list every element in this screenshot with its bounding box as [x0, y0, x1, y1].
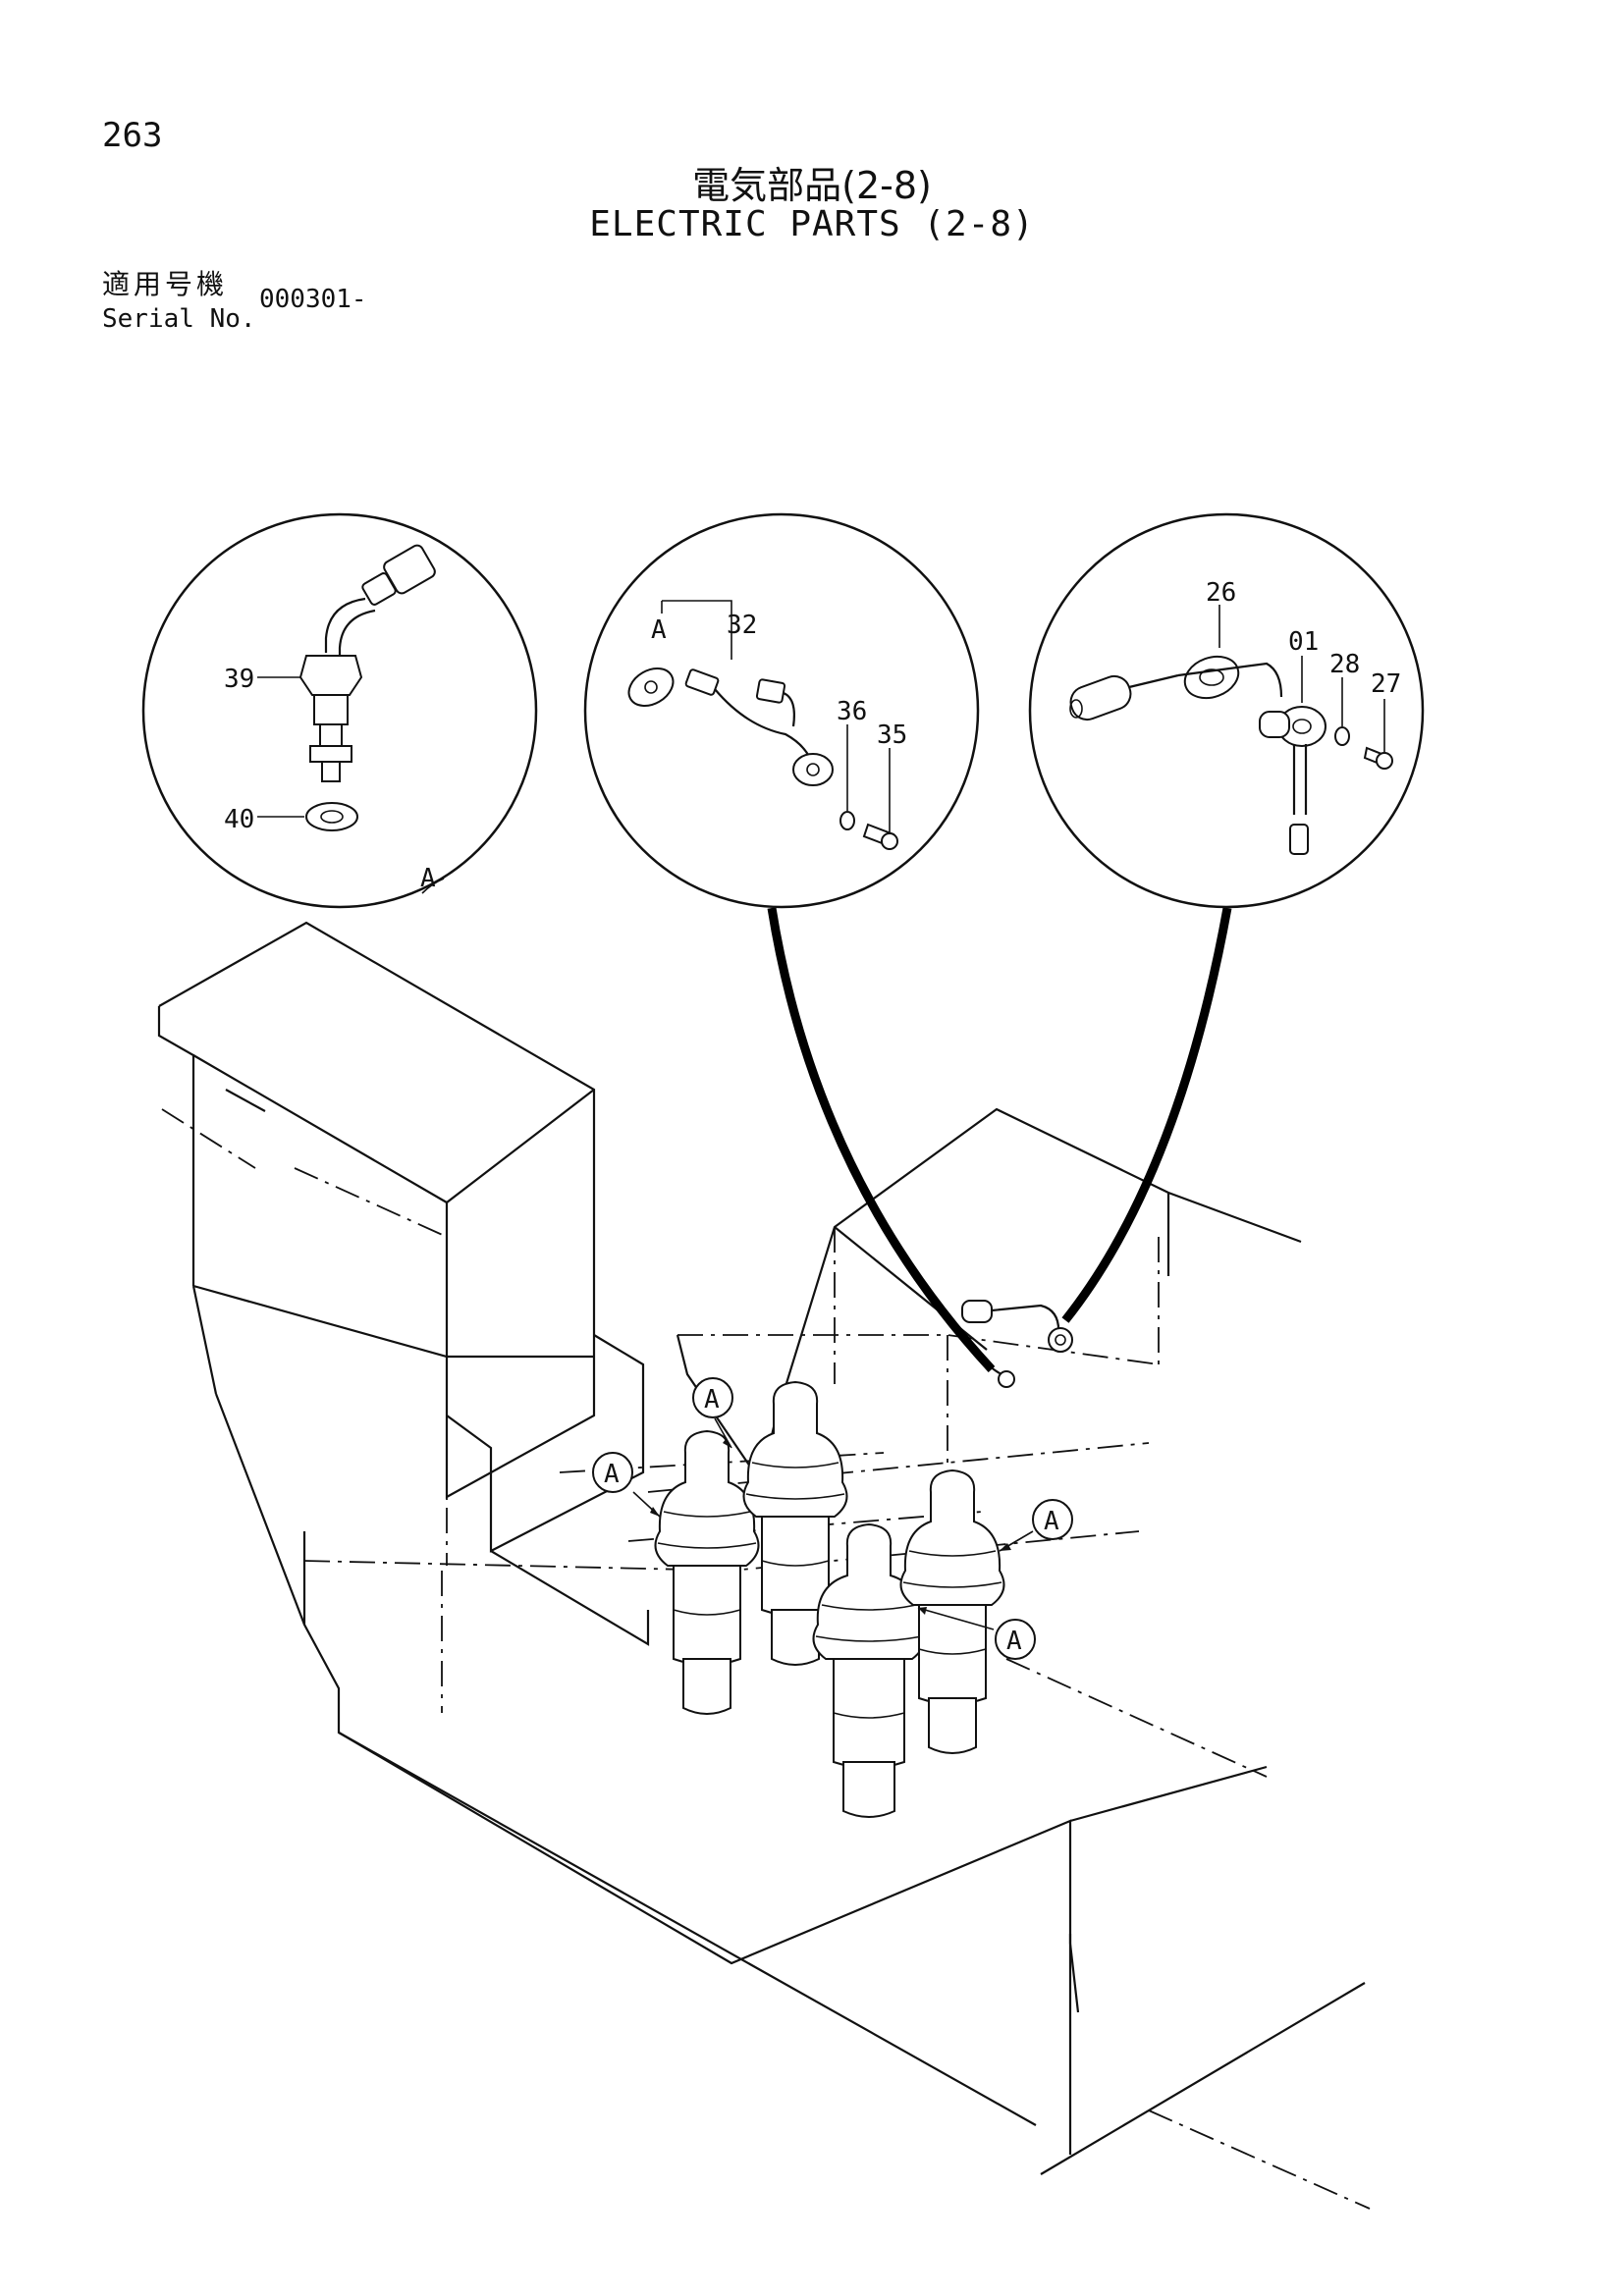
callout-39: 39	[224, 665, 254, 694]
callout-36: 36	[837, 697, 867, 726]
svg-text:A: A	[1006, 1627, 1022, 1656]
injector-parts	[654, 1380, 1005, 1818]
tank-mounted-sensors	[961, 1300, 1073, 1388]
page-title-english: ELECTRIC PARTS (2-8)	[589, 204, 1035, 244]
view-markers: A A A A	[592, 1377, 1073, 1660]
detail-view-left: 39 40 A	[141, 512, 538, 909]
view-marker-a-1: A	[592, 1452, 661, 1518]
callout-35: 35	[877, 721, 907, 750]
injector-4	[899, 1468, 1005, 1754]
serial-number-value: 000301-	[259, 285, 367, 314]
view-ref-a-left: A	[420, 864, 436, 893]
page-title-japanese: 電気部品(2-8)	[692, 164, 932, 207]
callout-26: 26	[1206, 578, 1236, 608]
svg-text:A: A	[704, 1385, 720, 1415]
svg-text:A: A	[1044, 1507, 1059, 1536]
page-number: 263	[102, 116, 163, 155]
svg-text:A: A	[604, 1460, 620, 1489]
callout-27: 27	[1371, 669, 1401, 699]
leader-line-mid-detail	[767, 907, 996, 1373]
view-marker-a-2: A	[692, 1377, 733, 1449]
callout-01: 01	[1288, 627, 1319, 657]
view-marker-a-3: A	[999, 1499, 1073, 1552]
detail-view-middle: A 32 36 35	[583, 512, 980, 909]
callout-28: 28	[1329, 650, 1360, 679]
serial-label-english: Serial No.	[102, 304, 256, 334]
injector-2	[742, 1380, 848, 1666]
callout-32: 32	[727, 611, 757, 640]
injector-3	[812, 1522, 926, 1818]
detail-view-right: 26 01 28 27	[1028, 512, 1425, 909]
serial-label-japanese: 適用号機	[102, 268, 229, 300]
view-marker-a-4: A	[917, 1607, 1036, 1660]
leader-line-right-detail	[1061, 907, 1232, 1323]
view-ref-a-mid: A	[651, 615, 667, 645]
injector-1	[654, 1429, 760, 1715]
callout-40: 40	[224, 805, 254, 834]
